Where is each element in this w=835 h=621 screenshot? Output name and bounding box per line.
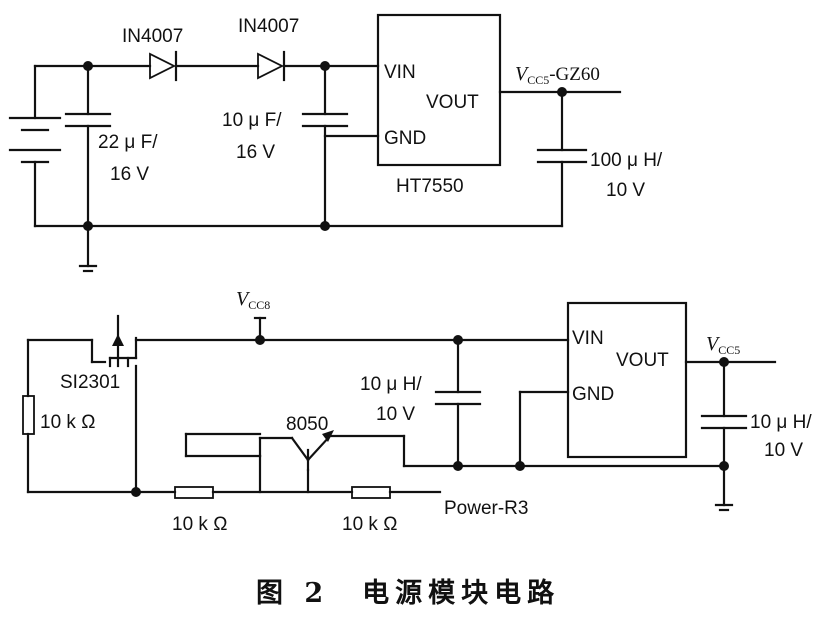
- mosfet-si2301: [90, 314, 138, 494]
- capacitor-1: [64, 64, 112, 228]
- regulator-lower: [566, 301, 688, 459]
- resistor-bottom-1-label: 10 k Ω: [172, 514, 227, 535]
- regulator-ht7550-name: HT7550: [396, 176, 464, 197]
- regulator-lower-vout: VOUT: [616, 350, 669, 371]
- control-net-label: Power-R3: [444, 498, 528, 519]
- capacitor-3-voltage: 10 V: [606, 180, 645, 201]
- regulator-ht7550-gnd: GND: [384, 128, 426, 149]
- regulator-lower-gnd: GND: [572, 384, 614, 405]
- capacitor-output-voltage: 10 V: [764, 440, 803, 461]
- capacitor-mid: [434, 338, 482, 468]
- capacitor-output: [700, 360, 748, 507]
- figure-caption: 图 2 电源模块电路: [256, 577, 560, 609]
- capacitor-3: [536, 90, 588, 228]
- upper-circuit: IN4007 IN4007 22 μ F/ 16 V 10 μ F/ 16 V: [8, 13, 663, 273]
- capacitor-mid-value: 10 μ H/: [360, 374, 422, 395]
- capacitor-1-voltage: 16 V: [110, 164, 149, 185]
- upper-output-net: VCC5-GZ60: [515, 63, 600, 87]
- capacitor-output-value: 10 μ H/: [750, 412, 812, 433]
- resistor-left-label: 10 k Ω: [40, 412, 95, 433]
- lower-ground-symbol: [714, 503, 734, 512]
- transistor-label: 8050: [286, 414, 328, 435]
- diode-2-label: IN4007: [238, 16, 299, 37]
- capacitor-mid-voltage: 10 V: [376, 404, 415, 425]
- resistor-left: [22, 395, 35, 435]
- regulator-lower-vin: VIN: [572, 328, 604, 349]
- regulator-ht7550: [376, 13, 502, 167]
- vcc8-net-label: VCC8: [236, 288, 270, 312]
- regulator-ht7550-vin: VIN: [384, 62, 416, 83]
- capacitor-1-value: 22 μ F/: [98, 132, 158, 153]
- resistor-bottom-2: [351, 486, 391, 499]
- transistor-8050: [184, 430, 406, 494]
- capacitor-2: [301, 64, 349, 228]
- lower-output-net: VCC5: [706, 333, 740, 357]
- diode-1-label: IN4007: [122, 26, 183, 47]
- resistor-bottom-1: [174, 486, 214, 499]
- upper-ground-symbol: [78, 224, 98, 273]
- resistor-bottom-2-label: 10 k Ω: [342, 514, 397, 535]
- capacitor-2-value: 10 μ F/: [222, 110, 282, 131]
- diode-1: [149, 50, 178, 82]
- capacitor-3-value: 100 μ H/: [590, 150, 663, 171]
- lower-circuit: 10 k Ω SI2301 VCC8 10 μ H/ 1: [22, 288, 812, 535]
- battery-symbol: [8, 64, 62, 228]
- regulator-ht7550-vout: VOUT: [426, 92, 479, 113]
- capacitor-2-voltage: 16 V: [236, 142, 275, 163]
- diode-2: [257, 50, 286, 82]
- mosfet-label: SI2301: [60, 372, 120, 393]
